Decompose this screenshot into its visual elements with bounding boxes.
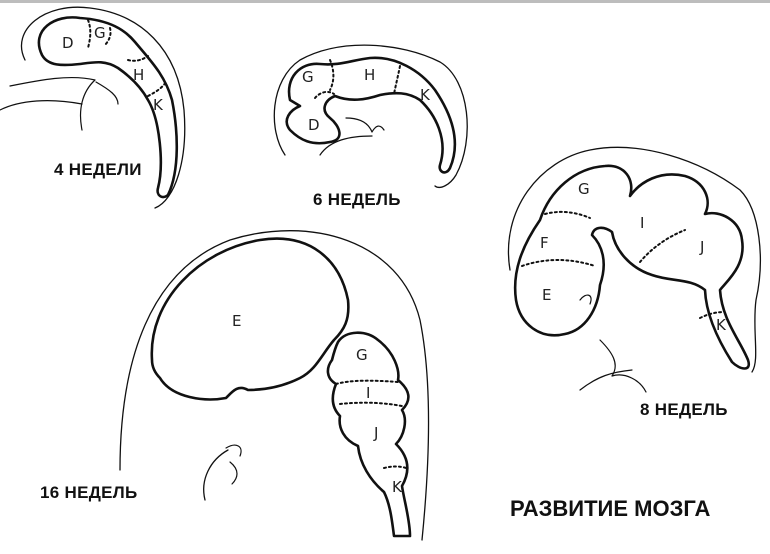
label-J-8w: J — [699, 238, 704, 256]
label-H-6w: H — [364, 66, 375, 84]
label-F-8w: F — [540, 234, 549, 252]
label-I-8w: I — [640, 214, 644, 232]
label-G-6w: G — [302, 68, 314, 86]
embryo-8-weeks: G F I J E K — [508, 147, 760, 392]
label-G-16w: G — [356, 346, 368, 364]
label-K-8w: K — [716, 316, 727, 334]
diagram-title: РАЗВИТИЕ МОЗГА — [510, 496, 710, 522]
caption-4-weeks: 4 НЕДЕЛИ — [54, 160, 142, 180]
label-J-16w: J — [373, 424, 378, 442]
label-I-16w: I — [366, 384, 370, 402]
label-D-4w: D — [62, 34, 74, 52]
label-E-16w: E — [232, 312, 241, 330]
label-G-4w: G — [94, 24, 106, 42]
label-K-4w: K — [153, 96, 164, 114]
label-K-6w: K — [420, 86, 431, 104]
label-K-16w: K — [392, 478, 403, 496]
label-G-8w: G — [578, 180, 590, 198]
caption-6-weeks: 6 НЕДЕЛЬ — [313, 190, 401, 210]
embryo-16-weeks: E G I J K — [120, 231, 429, 540]
caption-16-weeks: 16 НЕДЕЛЬ — [40, 483, 138, 503]
embryo-6-weeks: G H D K — [274, 45, 467, 187]
label-H-4w: H — [133, 66, 144, 84]
label-E-8w: E — [542, 286, 551, 304]
label-D-6w: D — [308, 116, 320, 134]
caption-8-weeks: 8 НЕДЕЛЬ — [640, 400, 728, 420]
